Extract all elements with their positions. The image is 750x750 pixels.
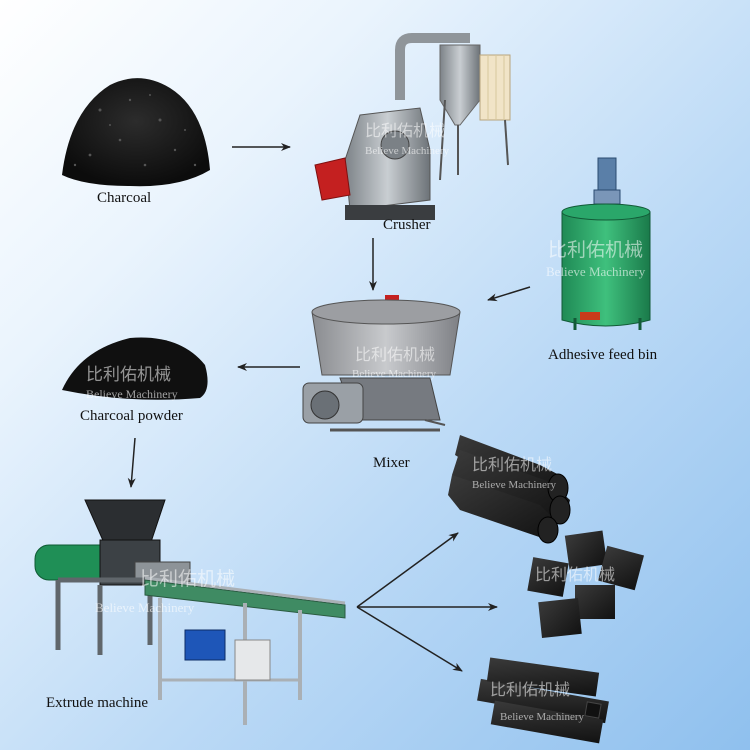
svg-text:比利佑机械: 比利佑机械: [548, 239, 643, 261]
watermark-crusher: 比利佑机械 Believe Machinery: [365, 121, 449, 157]
watermark-mixer: 比利佑机械 Believe Machinery: [352, 345, 436, 380]
cube-briquettes-image: [527, 530, 645, 638]
svg-text:Believe Machinery: Believe Machinery: [365, 145, 449, 157]
watermark-extruder: 比利佑机械 Believe Machinery: [95, 568, 235, 615]
svg-text:比利佑机械: 比利佑机械: [355, 345, 435, 364]
hexagonal-briquettes-image: [448, 435, 571, 544]
svg-text:Believe Machinery: Believe Machinery: [86, 387, 178, 401]
svg-text:比利佑机械: 比利佑机械: [472, 455, 552, 474]
label-extrude-machine: Extrude machine: [46, 695, 149, 711]
svg-text:比利佑机械: 比利佑机械: [535, 565, 615, 584]
label-charcoal-powder: Charcoal powder: [80, 408, 183, 424]
svg-text:比利佑机械: 比利佑机械: [365, 121, 445, 140]
svg-text:Believe Machinery: Believe Machinery: [352, 368, 436, 380]
extrude-machine-image: [34, 499, 346, 725]
label-mixer: Mixer: [373, 455, 410, 471]
svg-text:比利佑机械: 比利佑机械: [86, 365, 171, 385]
watermark-powder: 比利佑机械 Believe Machinery: [86, 365, 178, 401]
svg-text:比利佑机械: 比利佑机械: [140, 568, 235, 590]
svg-text:Believe Machinery: Believe Machinery: [546, 264, 646, 279]
svg-text:Believe Machinery: Believe Machinery: [472, 479, 556, 491]
label-crusher: Crusher: [383, 217, 431, 233]
square-hollow-briquettes-image: [477, 657, 609, 744]
arrow-adhesive-to-mixer: [487, 286, 531, 302]
mixer-machine-image: [302, 295, 461, 432]
svg-text:Believe Machinery: Believe Machinery: [500, 711, 584, 723]
arrow-extruder-to-hexagonal: [356, 532, 459, 608]
svg-text:Believe Machinery: Believe Machinery: [95, 600, 195, 615]
watermark-adhesive-bin: 比利佑机械 Believe Machinery: [546, 239, 646, 279]
watermark-briquettes: 比利佑机械 Believe Machinery 比利佑机械 比利佑机械 Beli…: [472, 455, 615, 723]
crusher-machine-image: [314, 33, 511, 220]
charcoal-powder-image: [62, 337, 208, 400]
label-charcoal: Charcoal: [97, 190, 152, 206]
label-adhesive-feed-bin: Adhesive feed bin: [548, 347, 658, 363]
arrow-extruder-to-square: [356, 606, 463, 672]
charcoal-pile-image: [62, 78, 210, 187]
arrow-powder-to-extruder: [127, 437, 136, 488]
svg-text:比利佑机械: 比利佑机械: [490, 680, 570, 699]
adhesive-feed-bin-image: [561, 157, 651, 330]
